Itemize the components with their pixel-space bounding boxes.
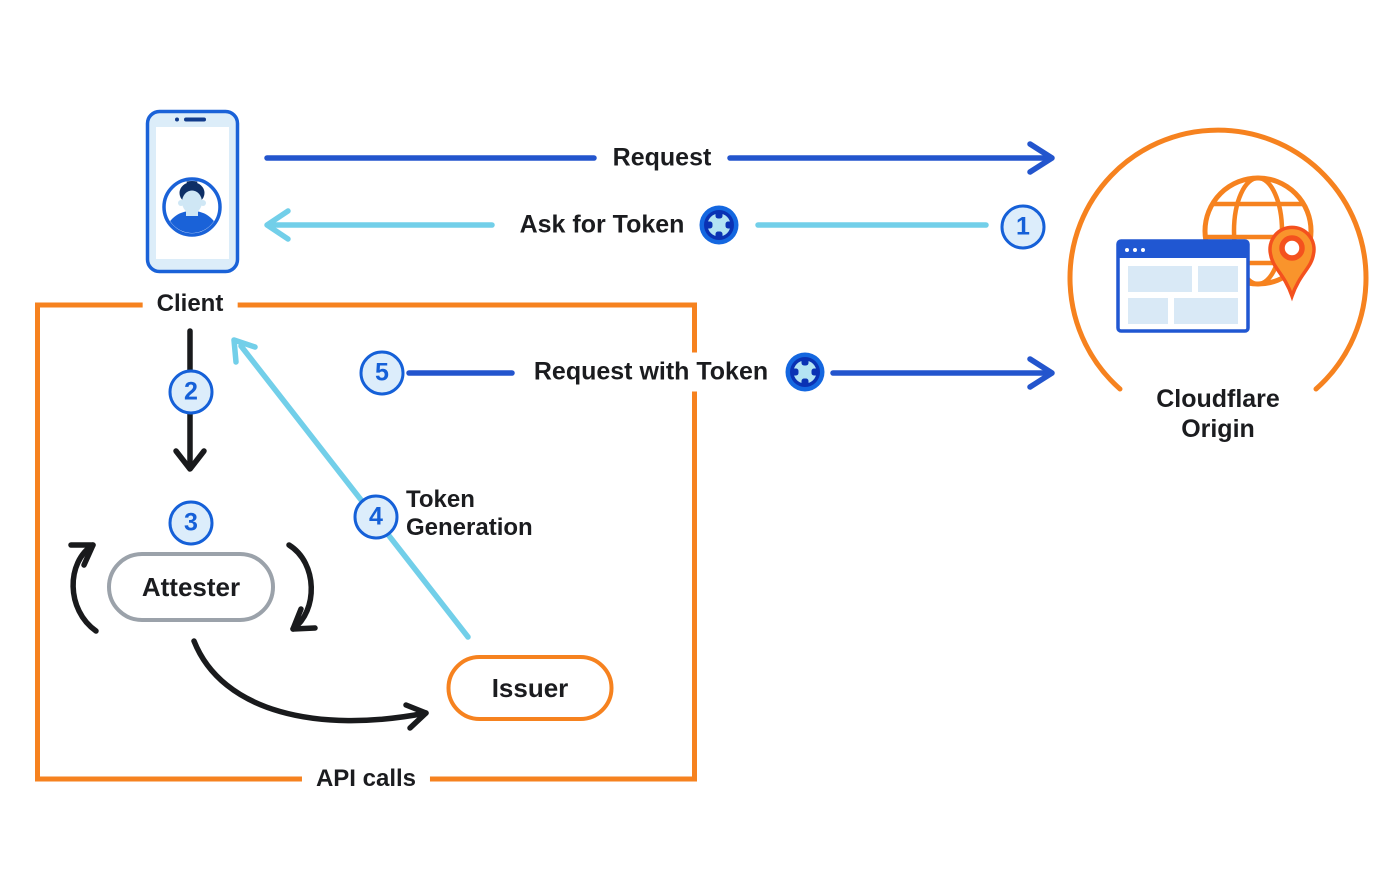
attestation-loop-left-arrow xyxy=(68,542,99,634)
origin-label-line1: Cloudflare xyxy=(1156,385,1280,413)
location-pin-icon xyxy=(1268,225,1316,302)
token-generation-label: Token Generation xyxy=(406,486,533,542)
attestation-loop-right-arrow xyxy=(286,542,318,632)
client-label: Client xyxy=(142,290,238,318)
step-badge-4: 4 xyxy=(353,494,399,540)
step-badge-1: 1 xyxy=(1000,204,1046,250)
token-icon xyxy=(699,205,739,245)
token-generation-label-line2: Generation xyxy=(406,514,533,541)
step-badge-3: 3 xyxy=(168,500,214,546)
origin-circle xyxy=(1067,127,1369,392)
issuer-node: Issuer xyxy=(446,655,614,721)
request-with-token-arrow xyxy=(406,356,1055,390)
request-arrow xyxy=(264,141,1055,175)
browser-window-icon xyxy=(1116,239,1250,333)
ask-for-token-label: Ask for Token xyxy=(519,210,685,239)
token-generation-label-line1: Token xyxy=(406,486,475,513)
request-with-token-label: Request with Token xyxy=(521,352,781,392)
token-generation-arrow xyxy=(231,337,471,640)
request-label: Request xyxy=(612,143,712,172)
attester-label: Attester xyxy=(141,571,241,602)
issuer-label: Issuer xyxy=(491,672,569,703)
api-calls-label: API calls xyxy=(301,765,431,793)
client-phone-icon xyxy=(145,109,240,274)
origin-label-line2: Origin xyxy=(1181,415,1255,443)
attester-node: Attester xyxy=(107,552,275,622)
step-badge-5: 5 xyxy=(359,350,405,396)
origin-label: Cloudflare Origin xyxy=(1148,382,1288,446)
token-icon xyxy=(785,352,825,392)
attester-to-issuer-arrow xyxy=(191,638,429,731)
step-badge-2: 2 xyxy=(168,369,214,415)
ask-for-token-arrow xyxy=(264,208,989,242)
